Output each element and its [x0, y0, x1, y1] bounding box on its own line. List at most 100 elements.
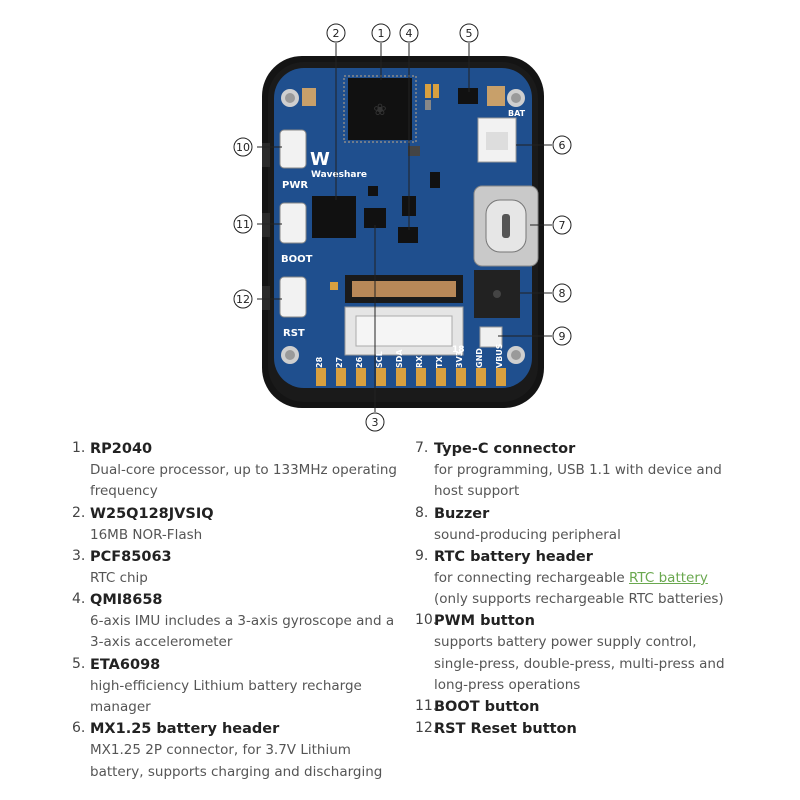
pin-label: 3V3: [455, 351, 464, 368]
legend-num: 2.: [72, 504, 86, 521]
svg-text:9: 9: [559, 330, 566, 343]
legend-num: 10.: [415, 612, 438, 629]
pin-label: 27: [335, 357, 344, 368]
legend-left: 1. RP2040 Dual-core processor, up to 133…: [72, 438, 402, 783]
callout-5: 5: [459, 23, 479, 43]
legend-desc: sound-producing peripheral: [434, 526, 621, 543]
legend-item-flash: 2. W25Q128JVSIQ 16MB NOR-Flash: [72, 503, 402, 546]
rtc-battery-link[interactable]: RTC battery: [629, 569, 708, 586]
legend-title: RTC battery header: [434, 548, 593, 565]
svg-text:7: 7: [559, 219, 566, 232]
svg-text:5: 5: [466, 27, 473, 40]
callout-3: 3: [365, 412, 385, 432]
legend-item-rtc-battery: 9. RTC battery header for connecting rec…: [415, 546, 745, 611]
legend-item-type-c: 7. Type-C connector for programming, USB…: [415, 438, 745, 503]
pin-label: SCL: [375, 351, 384, 368]
svg-text:2: 2: [333, 27, 340, 40]
flash-chip: [312, 196, 356, 238]
legend-title: MX1.25 battery header: [90, 721, 280, 738]
legend-title: ETA6098: [90, 656, 161, 673]
legend-desc: for connecting rechargeable RTC battery …: [434, 568, 745, 611]
board-figure: ❀ BAT PWR BOOT RST W Waveshare 18: [233, 23, 572, 432]
svg-text:6: 6: [559, 139, 566, 152]
legend-desc: supports battery power supply control, s…: [434, 634, 725, 694]
callout-6: 6: [552, 135, 572, 155]
legend-title: Buzzer: [434, 505, 490, 522]
pin-label: 26: [355, 356, 364, 368]
pin-label: GND: [475, 348, 484, 368]
pin-header: [310, 362, 510, 386]
svg-text:3: 3: [372, 416, 379, 429]
eta6098-chip: [458, 88, 478, 104]
bat-silk: BAT: [508, 109, 526, 118]
pwr-button[interactable]: [279, 129, 307, 169]
svg-text:1: 1: [378, 27, 385, 40]
callout-8: 8: [552, 283, 572, 303]
callout-1: 1: [371, 23, 391, 43]
legend-num: 3.: [72, 547, 86, 564]
callout-2: 2: [326, 23, 346, 43]
svg-text:8: 8: [559, 287, 566, 300]
legend-desc-text: for connecting rechargeable: [434, 569, 630, 586]
legend-num: 4.: [72, 591, 86, 608]
boot-button[interactable]: [279, 202, 307, 244]
callout-4: 4: [399, 23, 419, 43]
legend-num: 7.: [415, 440, 429, 456]
legend-item-imu: 4. QMI8658 6-axis IMU includes a 3-axis …: [72, 589, 402, 654]
pin-label: TX: [435, 356, 444, 368]
svg-text:4: 4: [406, 27, 413, 40]
svg-text:11: 11: [236, 218, 250, 231]
legend-num: 5.: [72, 655, 86, 672]
legend-num: 9.: [415, 547, 429, 564]
legend-title: BOOT button: [434, 699, 540, 716]
legend-item-rp2040: 1. RP2040 Dual-core processor, up to 133…: [72, 438, 402, 503]
pin-label: RX: [415, 355, 424, 368]
legend-title: QMI8658: [90, 592, 163, 609]
legend-desc: for programming, USB 1.1 with device and…: [434, 462, 722, 500]
legend-desc: MX1.25 2P connector, for 3.7V Lithium ba…: [90, 742, 383, 780]
legend-item-boot: 11. BOOT button: [415, 696, 745, 718]
pin-label: 28: [315, 356, 324, 368]
legend-item-charger: 5. ETA6098 high-efficiency Lithium batte…: [72, 654, 402, 719]
rtc-chip: [364, 208, 386, 228]
legend-desc: high-efficiency Lithium battery recharge…: [90, 677, 362, 716]
legend-title: Type-C connector: [434, 441, 576, 457]
legend-title: RP2040: [90, 441, 153, 457]
legend-item-rtc: 3. PCF85063 RTC chip: [72, 546, 402, 589]
fpc-mark-18: 18: [452, 345, 465, 355]
legend-desc-text: (only supports rechargeable RTC batterie…: [434, 591, 724, 608]
pin-label: VBUS: [495, 343, 504, 368]
legend-desc: Dual-core processor, up to 133MHz operat…: [90, 462, 397, 500]
legend-num: 6.: [72, 720, 86, 737]
legend-num: 8.: [415, 504, 429, 521]
svg-text:12: 12: [236, 293, 250, 306]
legend-item-buzzer: 8. Buzzer sound-producing peripheral: [415, 503, 745, 546]
callout-10: 10: [233, 137, 253, 157]
rst-button[interactable]: [279, 276, 307, 318]
legend-num: 12.: [415, 720, 438, 737]
callout-7: 7: [552, 215, 572, 235]
legend-title: RST Reset button: [434, 721, 577, 738]
boot-silk: BOOT: [281, 254, 313, 265]
legend-num: 1.: [72, 440, 86, 456]
legend-desc: RTC chip: [90, 569, 148, 586]
rst-silk: RST: [283, 328, 305, 339]
svg-text:❀: ❀: [373, 100, 386, 119]
callout-11: 11: [233, 214, 253, 234]
legend-title: PWM button: [434, 613, 535, 630]
brand-silk: Waveshare: [311, 170, 367, 180]
legend-item-rst: 12. RST Reset button: [415, 718, 745, 740]
pwr-silk: PWR: [282, 180, 308, 191]
pin-label: SDA: [395, 349, 404, 368]
legend-desc: 6-axis IMU includes a 3-axis gyroscope a…: [90, 613, 395, 651]
legend-item-pwm: 10. PWM button supports battery power su…: [415, 610, 745, 696]
legend-title: PCF85063: [90, 548, 172, 565]
callout-9: 9: [552, 326, 572, 346]
legend-num: 11.: [415, 698, 438, 715]
logo-mark-icon: W: [310, 149, 330, 170]
rp2040-chip: [348, 78, 412, 140]
legend-right: 7. Type-C connector for programming, USB…: [415, 438, 745, 740]
rtc-battery-header: [479, 326, 503, 348]
svg-text:10: 10: [236, 141, 250, 154]
callout-12: 12: [233, 289, 253, 309]
